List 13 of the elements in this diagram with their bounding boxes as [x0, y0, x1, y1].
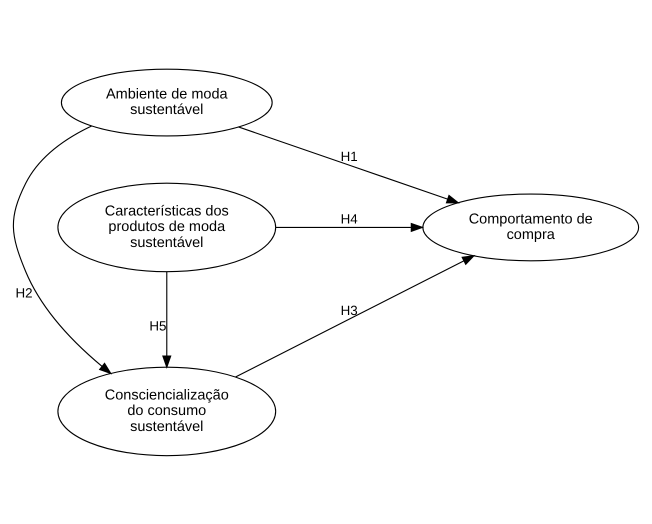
edge-label: H4	[340, 211, 358, 226]
arrow	[12, 124, 112, 374]
node-ellipse: Consciencialização do consumo sustentável	[57, 366, 276, 456]
arrow	[238, 126, 460, 203]
edge-label: H3	[340, 302, 358, 318]
arrow	[276, 222, 424, 232]
arrow	[235, 254, 476, 377]
edge-label: H2	[15, 284, 33, 300]
node-ellipse: Características dos produtos de moda sustentável	[57, 182, 276, 272]
edge-label: H1	[340, 148, 358, 164]
arrow	[162, 271, 172, 368]
edge-label: H5	[149, 318, 166, 333]
node-ellipse: Ambiente de moda sustentável	[60, 68, 273, 136]
